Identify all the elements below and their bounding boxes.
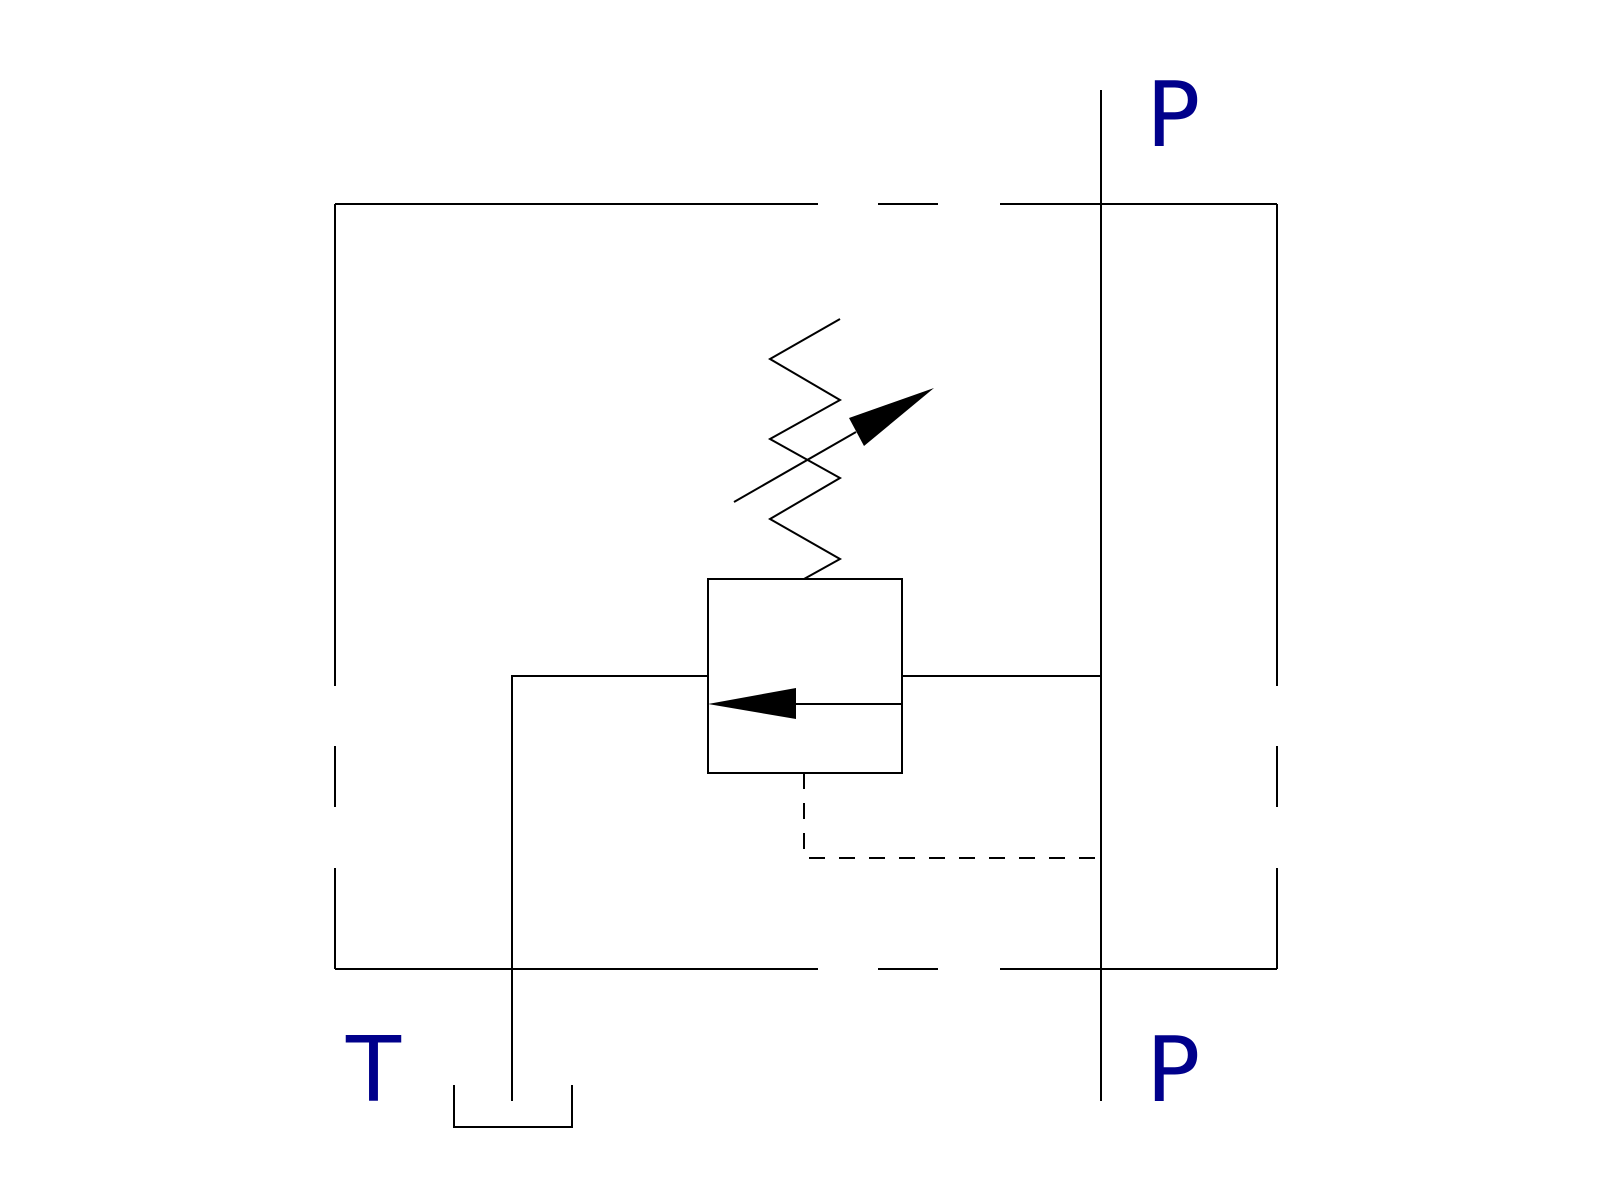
valve-block-outline	[334, 203, 1278, 970]
port-label-t: T	[345, 1018, 402, 1123]
port-label-p-bottom: P	[1146, 1018, 1200, 1123]
adjustment-arrow-icon	[733, 388, 934, 503]
tank-return-line	[511, 675, 708, 1101]
pilot-line	[803, 773, 1101, 859]
valve-flow-arrow-icon	[708, 688, 902, 719]
relief-valve-body	[707, 578, 903, 774]
tank-icon	[453, 1085, 573, 1128]
adjustable-spring-icon	[767, 318, 843, 580]
port-label-p-top: P	[1146, 63, 1200, 168]
